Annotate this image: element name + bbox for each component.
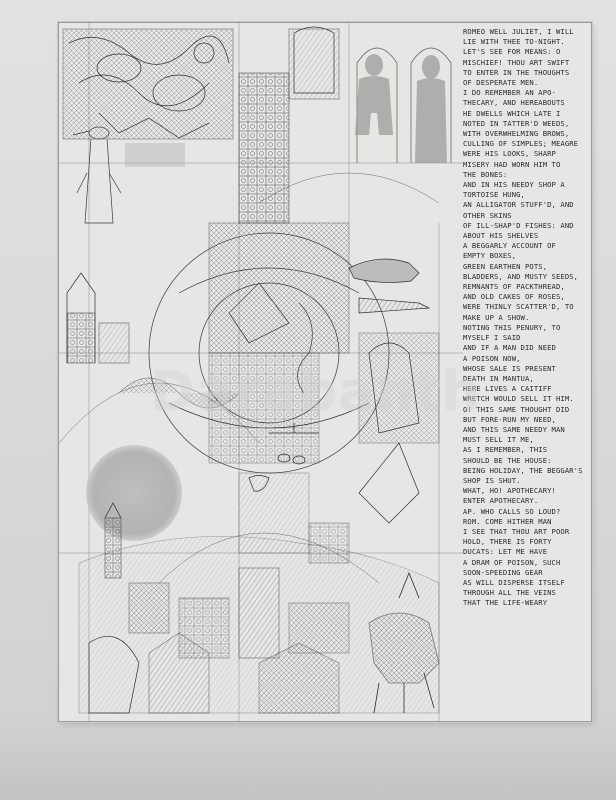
verse-line: MAKE UP A SHOW. <box>463 312 530 322</box>
verse-line: AND IF A MAN DID NEED <box>463 343 556 353</box>
verse-line: A POISON NOW, <box>463 353 521 363</box>
verse-line: AN ALLIGATOR STUFF'D, AND <box>463 200 574 210</box>
verse-line: OF ILL-SHAP'D FISHES: AND <box>463 220 574 230</box>
watermark: Darabanth <box>150 360 482 423</box>
verse-line: LET'S SEE FOR MEANS: O <box>463 47 561 57</box>
verse-line: THECARY, AND HEREABOUTS <box>463 98 565 108</box>
verse-line: AND IN HIS NEEDY SHOP A <box>463 180 565 190</box>
verse-line: THAT THE LIFE-WEARY <box>463 598 548 608</box>
verse-line: SHOULD BE THE HOUSE: <box>463 455 552 465</box>
compass-arcs <box>59 172 440 584</box>
verse-line: NOTED IN TATTER'D WEEDS, <box>463 118 570 128</box>
verse-line: WHAT, HO! APOTHECARY! <box>463 486 556 496</box>
verse-line: THE BONES: <box>463 169 508 179</box>
verse-line: THROUGH ALL THE VEINS <box>463 588 556 598</box>
verse-line: BLADDERS, AND MUSTY SEEDS, <box>463 271 579 281</box>
arched-windows <box>356 47 452 163</box>
verse-line: SHOP IS SHUT. <box>463 475 521 485</box>
verse-line: A BEGGARLY ACCOUNT OF <box>463 241 556 251</box>
verse-line: O! THIS SAME THOUGHT DID <box>463 404 570 414</box>
verse-line: WRETCH WOULD SELL IT HIM. <box>463 394 574 404</box>
verse-line: A DRAM OF POISON, SUCH <box>463 557 561 567</box>
verse-line: CULLING OF SIMPLES; MEAGRE <box>463 139 579 149</box>
verse-line: AND THIS SAME NEEDY MAN <box>463 424 565 434</box>
verse-line: WHOSE SALE IS PRESENT <box>463 363 556 373</box>
verse-line: HE DWELLS WHICH LATE I <box>463 108 561 118</box>
verse-line: BEING HOLIDAY, THE BEGGAR'S <box>463 465 583 475</box>
etching-artwork <box>59 23 463 721</box>
verse-line: TORTOISE HUNG, <box>463 190 525 200</box>
verse-line: HOLD, THERE IS FORTY <box>463 537 552 547</box>
town-landscape <box>78 502 440 714</box>
verse-line: MISERY HAD WORN HIM TO <box>463 159 561 169</box>
verse-line: DEATH IN MANTUA, <box>463 373 534 383</box>
apothecary-objects <box>248 423 319 492</box>
tiled-column <box>208 72 350 554</box>
verse-line: DUCATS: LET ME HAVE <box>463 547 548 557</box>
verse-line: WITH OVERWHELMING BROWS, <box>463 129 570 139</box>
verse-line: EMPTY BOXES, <box>463 251 517 261</box>
verse-line: AP. WHO CALLS SO LOUD? <box>463 506 561 516</box>
castle-tower <box>66 272 240 409</box>
verse-line: MUST SELL IT ME, <box>463 435 534 445</box>
ghost-figures <box>355 54 447 163</box>
verse-line: OTHER SKINS <box>463 210 512 220</box>
verse-line: ENTER APOTHECARY. <box>463 496 539 506</box>
verse-line: AS I REMEMBER, THIS <box>463 445 548 455</box>
verse-line: HERE LIVES A CAITIFF <box>463 384 552 394</box>
large-circle <box>148 232 390 474</box>
verse-line: BUT FORE-RUN MY NEED, <box>463 414 556 424</box>
verse-line: ROM. COME HITHER MAN <box>463 516 552 526</box>
verse-line: I DO REMEMBER AN APO- <box>463 88 556 98</box>
verse-line: AS WILL DISPERSE ITSELF <box>463 577 565 587</box>
verse-line: AND OLD CAKES OF ROSES, <box>463 292 565 302</box>
verse-line: NOTING THIS PENURY, TO <box>463 322 561 332</box>
top-left-collage <box>62 26 340 140</box>
verse-line: LIE WITH THEE TO-NIGHT. <box>463 37 565 47</box>
verse-line: ROMEO WELL JULIET, I WILL <box>463 27 574 36</box>
bottom-shadow <box>0 720 616 800</box>
right-collage <box>358 332 440 524</box>
moon <box>86 445 182 541</box>
verse-line: ABOUT HIS SHELVES <box>463 231 539 241</box>
verse-line: MYSELF I SAID <box>463 333 521 343</box>
verse-line: WERE HIS LOOKS, SHARP <box>463 149 556 159</box>
verse-line: MISCHIEF! THOU ART SWIFT <box>463 57 570 67</box>
verse-line: SOON-SPEEDING GEAR <box>463 567 543 577</box>
verse-line: REMNANTS OF PACKTHREAD, <box>463 282 565 292</box>
verse-line: GREEN EARTHEN POTS, <box>463 261 548 271</box>
alligator <box>348 258 431 314</box>
standing-figure <box>72 126 122 224</box>
verse-line: WERE THINLY SCATTER'D, TO <box>463 302 574 312</box>
verse-line: TO ENTER IN THE THOUGHTS <box>463 67 570 77</box>
horse-rider <box>368 571 440 714</box>
verse-line: OF DESPERATE MEN. <box>463 78 539 88</box>
verse-line: I SEE THAT THOU ART POOR <box>463 526 570 536</box>
